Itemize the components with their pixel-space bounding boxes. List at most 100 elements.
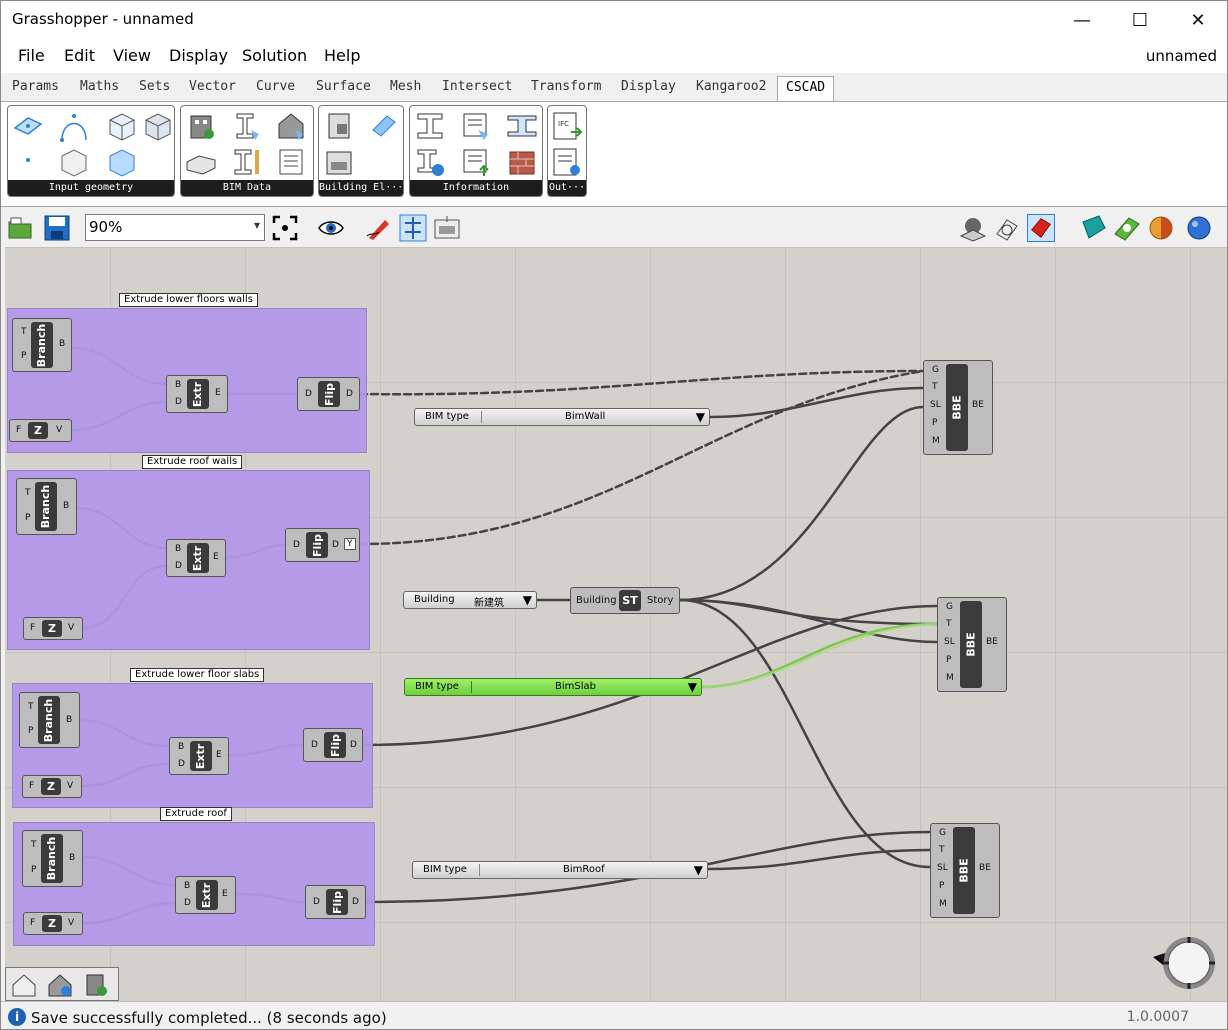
tab-kangaroo2[interactable]: Kangaroo2 [696, 79, 767, 94]
extrude-component[interactable]: B D Extr E [175, 876, 236, 914]
navigation-compass-icon[interactable] [1151, 935, 1219, 991]
plane-icon[interactable] [12, 110, 44, 142]
tab-transform[interactable]: Transform [531, 79, 602, 94]
status-bar: i Save successfully completed... (8 seco… [1, 1001, 1227, 1029]
brep-icon[interactable] [58, 146, 90, 178]
building-icon[interactable] [185, 110, 217, 142]
unit-z-component[interactable]: F Z V [23, 617, 83, 640]
ibeam-icon[interactable] [414, 110, 446, 142]
ibeam-measure-icon[interactable] [231, 146, 263, 178]
menu-edit[interactable]: Edit [64, 46, 95, 65]
ibeam-tag-icon[interactable] [231, 110, 263, 142]
display-wireframe-icon[interactable] [993, 214, 1021, 242]
dropdown-arrow-icon[interactable]: ▼ [695, 410, 705, 424]
box-icon[interactable] [106, 110, 138, 142]
tab-sets[interactable]: Sets [139, 79, 171, 94]
zoom-select[interactable]: 90%▾ [85, 214, 265, 241]
zoom-extents-icon[interactable] [271, 214, 299, 242]
blue-plane-icon[interactable] [367, 110, 399, 142]
component-name: Extr [200, 882, 214, 908]
info-doc-icon[interactable] [460, 110, 492, 142]
save-file-icon[interactable] [43, 214, 71, 242]
point-icon[interactable] [12, 148, 44, 180]
extrude-component[interactable]: B D Extr E [166, 375, 228, 413]
open-file-icon[interactable] [7, 214, 35, 242]
flip-component[interactable]: D Flip D Y [285, 528, 360, 562]
align-tool-icon[interactable] [399, 214, 427, 242]
tab-curve[interactable]: Curve [256, 79, 296, 94]
settings-doc-icon[interactable] [551, 146, 583, 178]
snapshot-icon[interactable] [433, 214, 461, 242]
component-name: Z [48, 917, 56, 930]
menu-help[interactable]: Help [324, 46, 361, 65]
tab-params[interactable]: Params [12, 79, 59, 94]
ibeam-info-icon[interactable] [414, 146, 446, 178]
grasshopper-canvas[interactable]: Extrude lower floors walls Extrude roof … [5, 247, 1227, 1001]
ifc-export-icon[interactable]: IFC [551, 110, 583, 142]
tab-cscad[interactable]: CSCAD [777, 76, 835, 102]
document-list-icon[interactable] [275, 146, 307, 178]
tab-maths[interactable]: Maths [80, 79, 120, 94]
flip-component[interactable]: D Flip D [303, 728, 363, 762]
extrude-component[interactable]: B D Extr E [166, 539, 226, 577]
window-element-icon[interactable] [323, 146, 355, 178]
preview-mesh-icon[interactable] [1079, 214, 1107, 242]
dropdown-arrow-icon[interactable]: ▼ [687, 680, 697, 694]
tab-mesh[interactable]: Mesh [390, 79, 422, 94]
component-name: Z [34, 424, 42, 437]
preview-material-icon[interactable] [1147, 214, 1175, 242]
slab-icon[interactable] [185, 146, 217, 178]
tab-surface[interactable]: Surface [316, 79, 371, 94]
minimize-button[interactable]: — [1073, 9, 1091, 31]
menu-solution[interactable]: Solution [242, 46, 308, 65]
house-outline-icon[interactable] [10, 971, 38, 999]
menu-display[interactable]: Display [169, 46, 228, 65]
building-element-icon[interactable] [323, 110, 355, 142]
preview-eye-icon[interactable] [317, 214, 345, 242]
mesh-box-icon[interactable] [106, 146, 138, 178]
branch-component[interactable]: T P Branch B [12, 318, 72, 372]
bim-type-roof-list[interactable]: BIM type BimRoof ▼ [412, 861, 708, 879]
solid-box-icon[interactable] [142, 110, 174, 142]
bbe-component-slabs[interactable]: G T SL P M BBE BE [937, 597, 1007, 692]
component-name: Branch [42, 698, 56, 742]
building-check-icon[interactable] [82, 971, 110, 999]
flip-indicator: Y [344, 538, 356, 550]
house-tag-icon[interactable] [275, 110, 307, 142]
brick-wall-icon[interactable] [506, 146, 538, 178]
tab-intersect[interactable]: Intersect [442, 79, 513, 94]
unit-z-component[interactable]: F Z V [9, 419, 72, 442]
branch-component[interactable]: T P Branch B [19, 692, 80, 748]
bbe-component-roof[interactable]: G T SL P M BBE BE [930, 823, 1000, 918]
tab-display[interactable]: Display [621, 79, 676, 94]
display-shaded-icon[interactable] [959, 214, 987, 242]
bim-type-slab-list[interactable]: BIM type BimSlab ▼ [404, 678, 702, 696]
building-story-component[interactable]: Building ST Story [570, 587, 680, 614]
bbe-component-walls[interactable]: G T SL P M BBE BE [923, 360, 993, 455]
maximize-button[interactable]: ☐ [1131, 9, 1149, 31]
doc-export-icon[interactable] [460, 146, 492, 178]
tab-vector[interactable]: Vector [189, 79, 236, 94]
beam-section-icon[interactable] [506, 110, 538, 142]
branch-component[interactable]: T P Branch B [22, 830, 83, 887]
unit-z-component[interactable]: F Z V [23, 912, 83, 935]
building-value-list[interactable]: Building 新建筑 ▼ [403, 591, 537, 609]
close-button[interactable]: ✕ [1190, 9, 1206, 31]
bim-type-wall-list[interactable]: BIM type BimWall ▼ [414, 408, 710, 426]
display-selected-icon[interactable] [1027, 214, 1055, 242]
dropdown-arrow-icon[interactable]: ▼ [693, 863, 703, 877]
menu-file[interactable]: File [18, 46, 45, 65]
unit-z-component[interactable]: F Z V [22, 775, 82, 798]
house-settings-icon[interactable] [46, 971, 74, 999]
curve-icon[interactable] [58, 110, 90, 142]
menu-view[interactable]: View [113, 46, 151, 65]
flip-component[interactable]: D Flip D [305, 885, 366, 919]
branch-component[interactable]: T P Branch B [16, 478, 77, 535]
sketch-pen-icon[interactable] [365, 214, 393, 242]
dropdown-arrow-icon[interactable]: ▼ [522, 593, 532, 607]
preview-surface-icon[interactable] [1113, 214, 1141, 242]
display-sphere-icon[interactable] [1185, 214, 1213, 242]
flip-component[interactable]: D Flip D [297, 377, 360, 411]
status-message: Save successfully completed... (8 second… [31, 1009, 387, 1027]
extrude-component[interactable]: B D Extr E [169, 737, 229, 775]
